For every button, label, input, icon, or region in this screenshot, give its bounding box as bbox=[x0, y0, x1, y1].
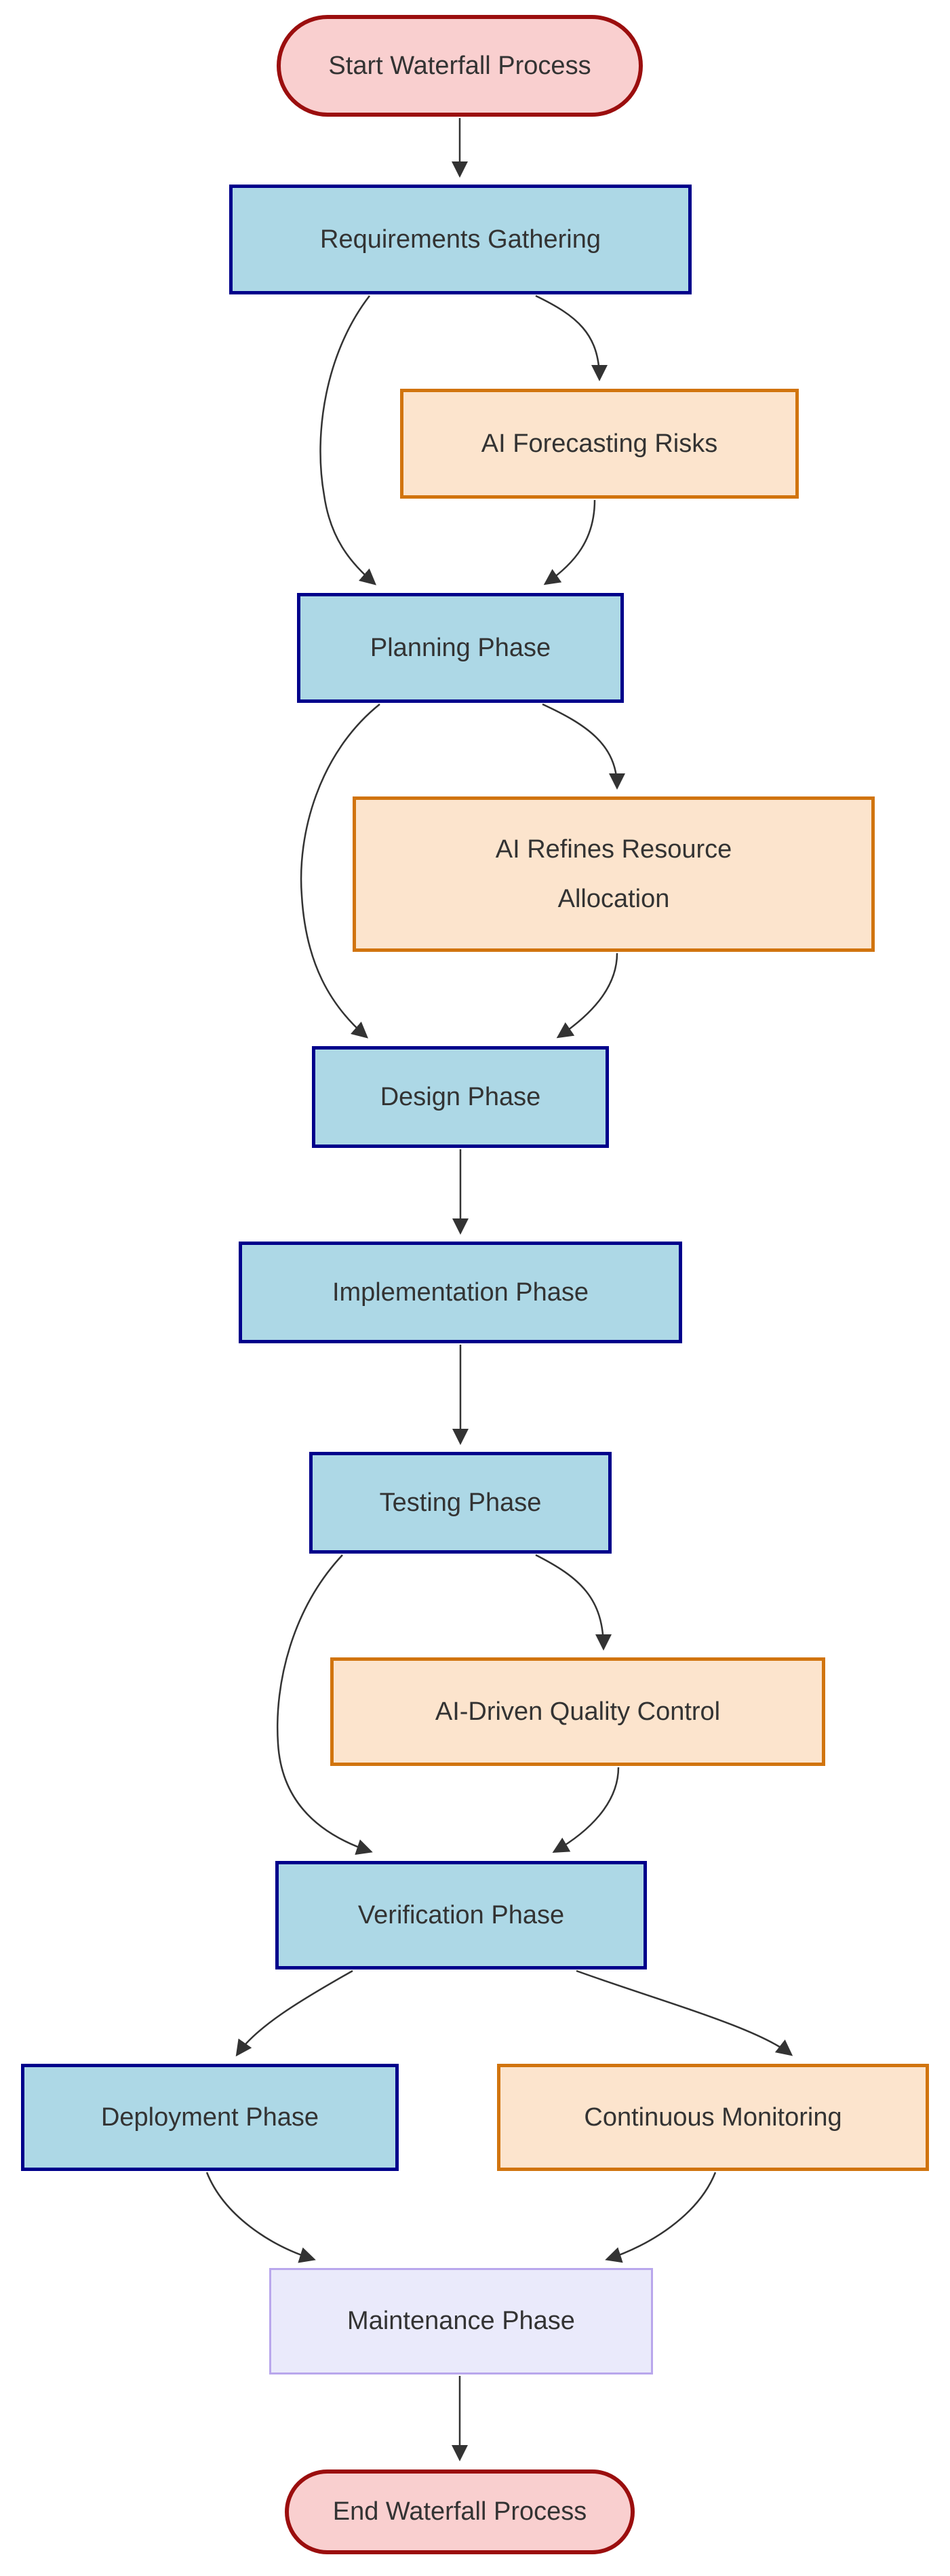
testing-phase-node: Testing Phase bbox=[309, 1452, 612, 1554]
end-node: End Waterfall Process bbox=[285, 2469, 635, 2554]
deployment-phase-node: Deployment Phase bbox=[21, 2064, 399, 2171]
requirements-gathering-node: Requirements Gathering bbox=[229, 185, 692, 294]
edge-risks-to-planning bbox=[543, 499, 596, 585]
ai-refines-resource-allocation-node: AI Refines Resource Allocation bbox=[353, 796, 875, 952]
verification-phase-node: Verification Phase bbox=[275, 1861, 647, 1969]
edge-planning-to-refines bbox=[542, 703, 625, 790]
edge-testing-to-verification bbox=[277, 1554, 373, 1856]
edge-planning-to-design bbox=[300, 704, 380, 1039]
start-node: Start Waterfall Process bbox=[277, 15, 643, 117]
ai-forecasting-risks-node: AI Forecasting Risks bbox=[400, 389, 799, 499]
edge-deployment-to-maintenance bbox=[205, 2172, 316, 2263]
edge-verification-to-monitoring bbox=[576, 1969, 793, 2056]
edge-testing-to-quality bbox=[535, 1554, 612, 1651]
maintenance-phase-node: Maintenance Phase bbox=[269, 2268, 653, 2375]
edge-requirements-to-risks bbox=[535, 294, 608, 381]
planning-phase-node: Planning Phase bbox=[297, 593, 624, 703]
design-phase-node: Design Phase bbox=[312, 1046, 609, 1148]
ai-driven-quality-control-node: AI-Driven Quality Control bbox=[330, 1657, 825, 1766]
implementation-phase-node: Implementation Phase bbox=[239, 1242, 682, 1343]
edge-refines-to-design bbox=[556, 953, 618, 1039]
edge-verification-to-deployment bbox=[235, 1969, 353, 2057]
edge-monitoring-to-maintenance bbox=[605, 2172, 717, 2263]
edge-quality-to-verification bbox=[552, 1767, 620, 1853]
edge-requirements-to-planning bbox=[319, 295, 377, 585]
continuous-monitoring-node: Continuous Monitoring bbox=[497, 2064, 929, 2171]
